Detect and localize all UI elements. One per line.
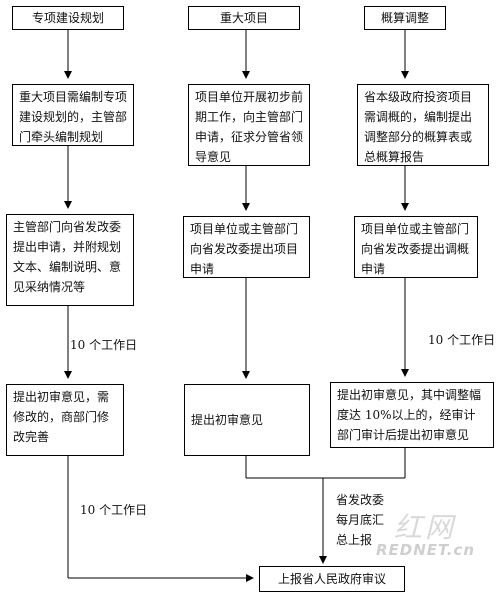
label-ten-working-days-budget: 10 个工作日	[428, 331, 496, 349]
watermark-domain: REDNET.cn	[376, 541, 475, 559]
step-special-compile-plan: 重大项目需编制专项建设规划的，主管部门牵头编制规划	[12, 84, 134, 146]
header-special-planning: 专项建设规划	[12, 6, 124, 30]
step-special-compile-plan-text: 重大项目需编制专项建设规划的，主管部门牵头编制规划	[19, 90, 128, 144]
step-special-initial-review: 提出初审意见，需修改的，商部门修改完善	[6, 384, 124, 456]
step-budget-submit-adjustment: 项目单位或主管部门向省发改委提出调概申请	[354, 216, 478, 278]
step-final-submit-government: 上报省人民政府审议	[259, 566, 405, 592]
header-budget-adjustment-label: 概算调整	[380, 11, 429, 25]
label-ten-working-days-special-lower: 10 个工作日	[80, 501, 148, 519]
header-special-planning-label: 专项建设规划	[31, 11, 104, 25]
step-major-preliminary-work: 项目单位开展初步前期工作，向主管部门申请，征求分管省领导意见	[188, 84, 310, 166]
label-monthly-report-line3: 总上报	[336, 531, 373, 549]
step-budget-prepare-estimate: 省本级政府投资项目需调概的，编制提出调整部分的概算表或总概算报告	[357, 84, 489, 166]
label-monthly-report-line1: 省发改委	[336, 491, 385, 509]
step-special-submit-application: 主管部门向省发改委提出申请，并附规划文本、编制说明、意见采纳情况等	[6, 214, 134, 306]
watermark-logo: 红网	[394, 511, 457, 544]
step-budget-prepare-estimate-text: 省本级政府投资项目需调概的，编制提出调整部分的概算表或总概算报告	[364, 90, 473, 164]
step-budget-initial-review: 提出初审意见，其中调整幅度达 10%以上的，经审计部门审计后提出初审意见	[330, 382, 494, 448]
step-special-submit-application-text: 主管部门向省发改委提出申请，并附规划文本、编制说明、意见采纳情况等	[13, 220, 122, 294]
label-monthly-report-line2: 每月底汇	[336, 511, 385, 529]
step-major-initial-review-text: 提出初审意见	[191, 413, 264, 427]
step-major-submit-application: 项目单位或主管部门向省发改委提出项目申请	[183, 216, 310, 278]
label-ten-working-days-special-upper: 10 个工作日	[70, 336, 138, 354]
step-budget-submit-adjustment-text: 项目单位或主管部门向省发改委提出调概申请	[361, 222, 470, 276]
header-major-project-label: 重大项目	[219, 11, 268, 25]
step-special-initial-review-text: 提出初审意见，需修改的，商部门修改完善	[13, 390, 110, 444]
step-major-preliminary-work-text: 项目单位开展初步前期工作，向主管部门申请，征求分管省领导意见	[195, 90, 304, 164]
step-budget-initial-review-text: 提出初审意见，其中调整幅度达 10%以上的，经审计部门审计后提出初审意见	[337, 388, 482, 442]
step-final-submit-government-text: 上报省人民政府审议	[277, 572, 386, 586]
step-major-submit-application-text: 项目单位或主管部门向省发改委提出项目申请	[190, 222, 299, 276]
header-budget-adjustment: 概算调整	[364, 6, 446, 30]
step-major-initial-review: 提出初审意见	[184, 384, 310, 456]
header-major-project: 重大项目	[188, 6, 300, 30]
